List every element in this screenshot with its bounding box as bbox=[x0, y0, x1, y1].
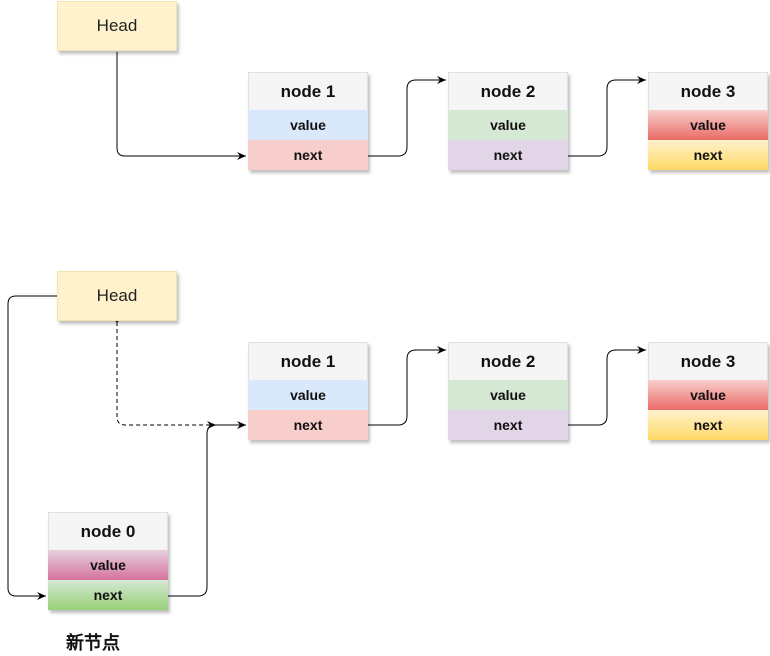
node-value-field: value bbox=[648, 110, 768, 140]
node-value-field: value bbox=[448, 110, 568, 140]
node-next-field: next bbox=[448, 410, 568, 440]
node3-bottom: node 3 value next bbox=[648, 342, 768, 440]
node-next-field: next bbox=[48, 580, 168, 610]
node-next-field: next bbox=[648, 140, 768, 170]
edge-node2-to-node3-top bbox=[568, 76, 646, 157]
node-title: node 3 bbox=[648, 72, 768, 110]
node-next-field: next bbox=[248, 140, 368, 170]
node3-top: node 3 value next bbox=[648, 72, 768, 170]
node-title: node 2 bbox=[448, 72, 568, 110]
node-title: node 1 bbox=[248, 72, 368, 110]
node-value-field: value bbox=[648, 380, 768, 410]
edge-node1-to-node2-top bbox=[368, 76, 446, 157]
edge-node2-to-node3-bottom bbox=[568, 346, 646, 426]
edge-node1-to-node2-bottom bbox=[368, 346, 446, 426]
node-title: node 1 bbox=[248, 342, 368, 380]
edge-head-to-node0 bbox=[7, 295, 57, 600]
node-next-field: next bbox=[248, 410, 368, 440]
new-node-caption: 新节点 bbox=[66, 633, 120, 653]
edge-head-to-node1-top bbox=[116, 52, 246, 160]
node0-new: node 0 value next bbox=[48, 512, 168, 610]
node2-bottom: node 2 value next bbox=[448, 342, 568, 440]
edge-head-to-node1-dashed bbox=[112, 317, 216, 429]
node-title: node 2 bbox=[448, 342, 568, 380]
node-value-field: value bbox=[448, 380, 568, 410]
node2-top: node 2 value next bbox=[448, 72, 568, 170]
node-next-field: next bbox=[648, 410, 768, 440]
node1-top: node 1 value next bbox=[248, 72, 368, 170]
node-value-field: value bbox=[248, 380, 368, 410]
node1-bottom: node 1 value next bbox=[248, 342, 368, 440]
head-box-top: Head bbox=[57, 1, 177, 51]
node-value-field: value bbox=[48, 550, 168, 580]
node-title: node 0 bbox=[48, 512, 168, 550]
head-box-bottom: Head bbox=[57, 271, 177, 321]
edge-node0-to-node1 bbox=[168, 421, 246, 597]
node-title: node 3 bbox=[648, 342, 768, 380]
node-value-field: value bbox=[248, 110, 368, 140]
node-next-field: next bbox=[448, 140, 568, 170]
